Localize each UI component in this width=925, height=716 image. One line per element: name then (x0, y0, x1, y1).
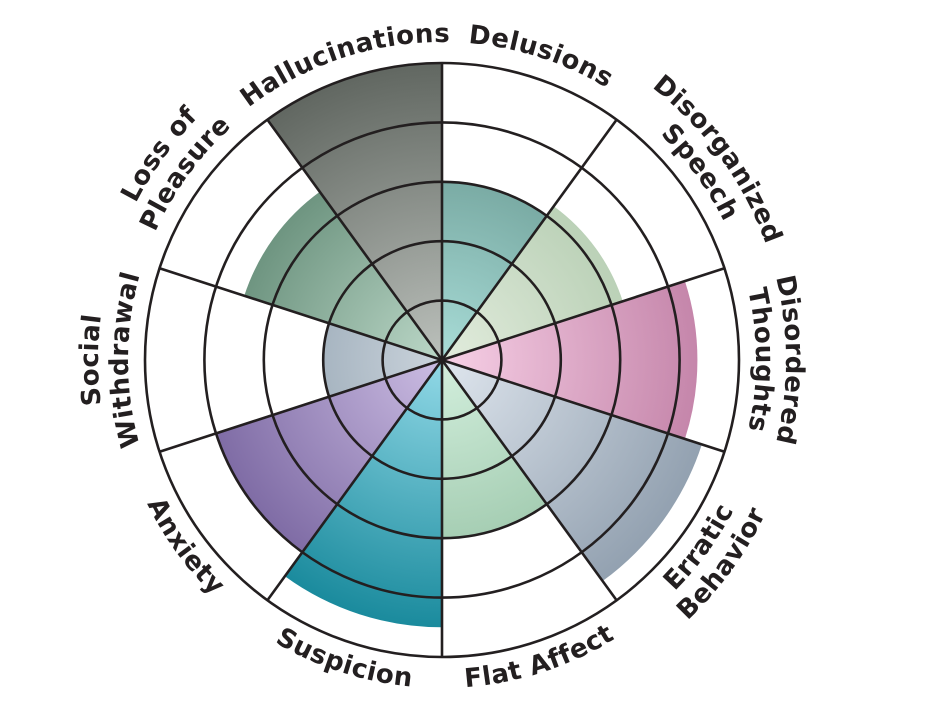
label-text: Thoughts (741, 285, 778, 435)
sectors (216, 63, 702, 628)
grid-spoke (266, 359, 444, 602)
sector-erratic-behavior (442, 360, 702, 582)
label-line: Thoughts (741, 285, 779, 435)
grid-spoke (441, 266, 725, 362)
grid (143, 61, 741, 659)
sector-anxiety (216, 360, 442, 553)
grid-spoke (440, 118, 618, 361)
label-text: Withdrawal (105, 269, 146, 451)
grid-spoke (159, 358, 443, 454)
grid-spoke (440, 359, 618, 602)
label-line: Withdrawal (105, 269, 147, 451)
sector-loss-of-pleasure (244, 191, 442, 360)
sector-hallucinations (267, 63, 442, 360)
grid-spoke (159, 266, 443, 362)
label-text: Social (75, 312, 107, 407)
grid-spoke (266, 118, 444, 361)
label-line: Social (75, 312, 108, 407)
sector-delusions (442, 181, 547, 360)
grid-spoke (441, 358, 725, 454)
sector-flat-affect (442, 360, 547, 539)
center-dot (439, 357, 445, 363)
sector-disordered-thoughts (442, 281, 698, 439)
sector-suspicion (284, 360, 442, 628)
